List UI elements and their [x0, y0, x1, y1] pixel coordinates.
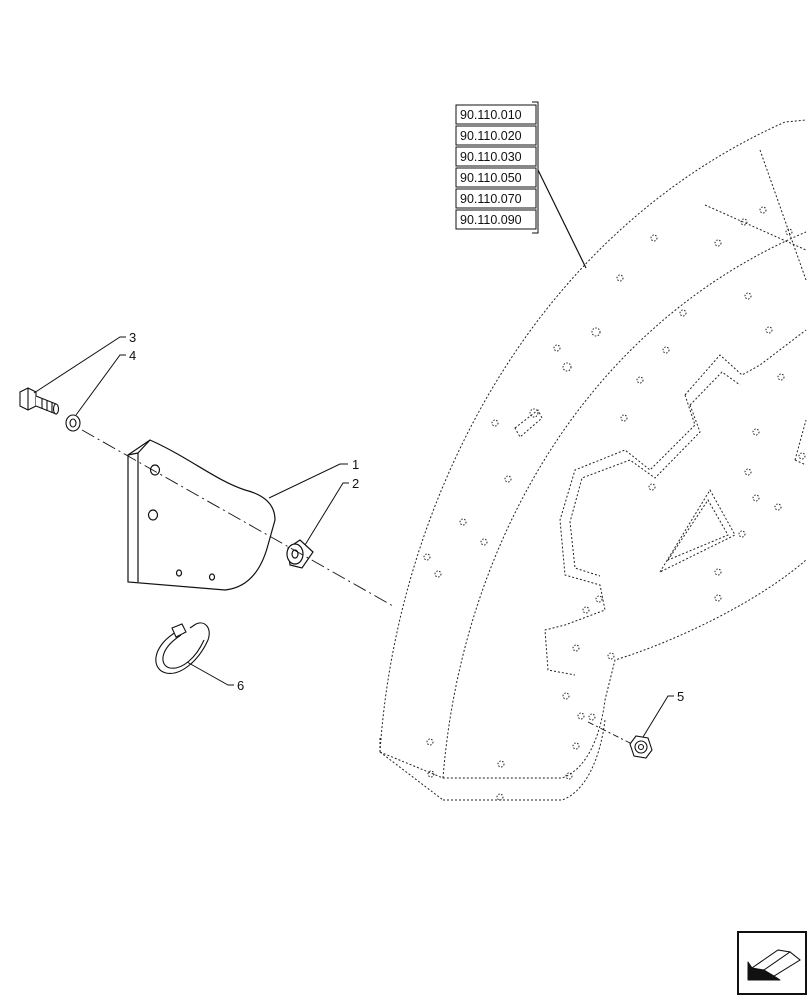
callout-number: 6: [237, 678, 244, 693]
nut-center-line: [587, 721, 633, 745]
nut[interactable]: [629, 735, 653, 759]
reference-label: 90.110.090: [460, 213, 522, 227]
callout-number: 1: [352, 457, 359, 472]
bolt[interactable]: [19, 387, 60, 415]
washer[interactable]: [65, 414, 81, 432]
previous-page-arrow-icon[interactable]: [737, 931, 807, 995]
callout-number: 2: [352, 476, 359, 491]
spacer[interactable]: [286, 539, 314, 569]
clamp[interactable]: [155, 622, 210, 674]
callouts: 1 2 3 4 5 6: [129, 330, 684, 704]
reference-list: 90.110.010 90.110.020 90.110.030 90.110.…: [455, 101, 587, 269]
reference-label: 90.110.010: [460, 108, 522, 122]
callout-number: 5: [677, 689, 684, 704]
reference-leader-line: [537, 169, 587, 269]
reference-box[interactable]: 90.110.090: [455, 209, 537, 230]
reference-box[interactable]: 90.110.050: [455, 167, 537, 188]
reference-label: 90.110.030: [460, 150, 522, 164]
reference-label: 90.110.050: [460, 171, 522, 185]
reference-label: 90.110.070: [460, 192, 522, 206]
reference-box[interactable]: 90.110.010: [455, 104, 537, 125]
reference-box[interactable]: 90.110.070: [455, 188, 537, 209]
reference-box[interactable]: 90.110.030: [455, 146, 537, 167]
reference-bracket: [532, 101, 539, 234]
fender: [379, 119, 807, 801]
fender-holes: [423, 206, 806, 801]
callout-leaders: [33, 336, 674, 738]
callout-number: 3: [129, 330, 136, 345]
reference-label: 90.110.020: [460, 129, 522, 143]
assembly-center-line: [81, 429, 394, 607]
bracket[interactable]: [127, 439, 276, 591]
callout-number: 4: [129, 348, 136, 363]
reference-box[interactable]: 90.110.020: [455, 125, 537, 146]
